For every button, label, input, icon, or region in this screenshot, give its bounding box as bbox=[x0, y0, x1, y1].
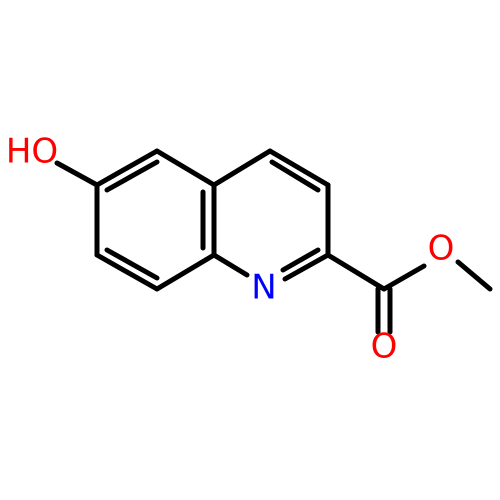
bond-c8a-c8 bbox=[154, 252, 217, 292]
ester-oxygen-label: O bbox=[428, 229, 455, 269]
bond-c4-c3-inner bbox=[269, 159, 321, 193]
bond-c8-c7 bbox=[94, 252, 160, 292]
bond-c4a-c4 bbox=[211, 148, 273, 188]
bond-c5-c4a bbox=[154, 148, 217, 188]
bond-n1-c8a bbox=[211, 252, 250, 278]
nitrogen-label: N bbox=[251, 268, 276, 308]
hydroxyl-label: HO bbox=[6, 132, 58, 172]
bond-c2-n1 bbox=[282, 252, 331, 282]
bond-oester-methyl bbox=[455, 259, 493, 292]
bond-c4-c3 bbox=[267, 148, 331, 188]
bond-c2-n1-inner bbox=[280, 247, 321, 273]
bond-c8-c7-inner bbox=[104, 247, 160, 281]
bond-c2-ccarbonyl bbox=[325, 252, 387, 292]
bond-c6-c5-inner bbox=[104, 159, 160, 193]
carbonyl-oxygen-label: O bbox=[371, 327, 398, 367]
bond-ccarbonyl-oester bbox=[381, 263, 427, 292]
atom-labels: HO N O O bbox=[6, 132, 455, 367]
bond-c6-c5 bbox=[94, 148, 160, 188]
bond-c6-oh bbox=[54, 160, 100, 188]
bonds bbox=[54, 148, 493, 335]
